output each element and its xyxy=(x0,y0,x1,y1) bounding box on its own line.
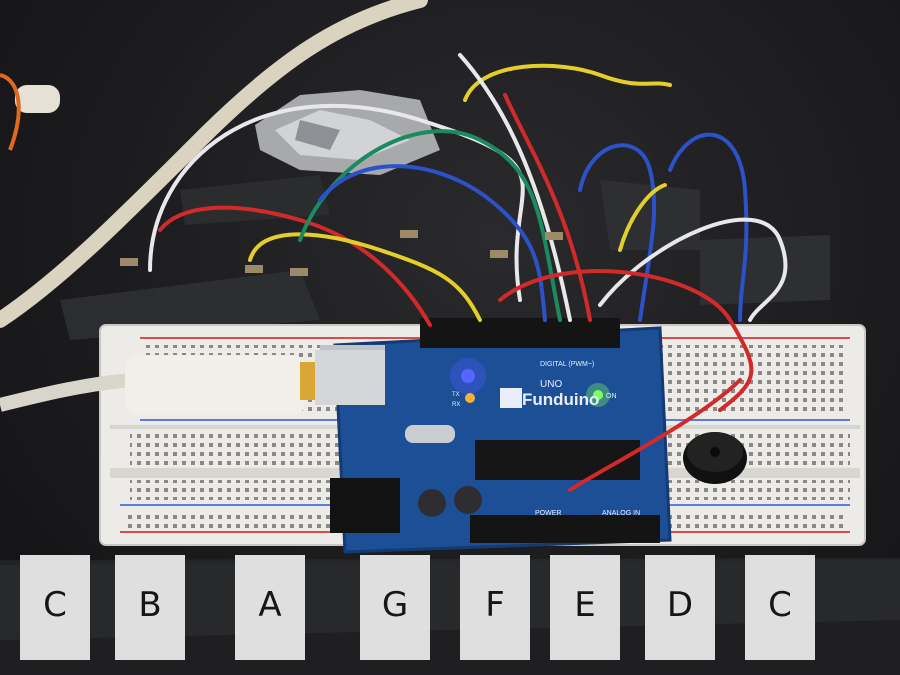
key-label-3: G xyxy=(381,585,409,625)
key-paper-2 xyxy=(235,555,305,660)
analog-header-label: ANALOG IN xyxy=(602,510,640,517)
power-led xyxy=(593,390,603,400)
capacitor xyxy=(454,486,482,514)
key-label-1: B xyxy=(138,585,162,625)
funduino-logo-f xyxy=(500,388,522,408)
piano-key-strip xyxy=(0,555,900,675)
resistors xyxy=(120,230,563,276)
rx-led-label: RX xyxy=(452,402,460,408)
key-paper-6 xyxy=(645,555,715,660)
atmega-chip xyxy=(475,440,640,480)
digital-header-label: DIGITAL (PWM~) xyxy=(540,361,594,368)
key-paper-1 xyxy=(115,555,185,660)
usb-plug xyxy=(0,350,385,415)
piezo-buzzer xyxy=(683,432,747,484)
black-tape xyxy=(60,175,830,340)
tx-led-label: TX xyxy=(452,392,460,398)
key-label-6: D xyxy=(666,585,694,625)
key-paper-3 xyxy=(360,555,430,660)
key-label-0: C xyxy=(43,585,67,625)
key-paper-7 xyxy=(745,555,815,660)
key-label-4: F xyxy=(485,585,505,625)
key-paper-5 xyxy=(550,555,620,660)
key-paper-0 xyxy=(20,555,90,660)
left-edge-parts xyxy=(0,73,60,151)
tx-led xyxy=(465,393,475,403)
on-led-label: ON xyxy=(606,393,617,400)
key-label-2: A xyxy=(258,585,282,625)
key-papers xyxy=(20,555,815,660)
blue-led xyxy=(461,369,475,383)
board-brand: Funduino xyxy=(522,390,599,409)
foil-piece xyxy=(255,90,440,175)
key-label-7: C xyxy=(768,585,792,625)
dc-jack xyxy=(330,478,400,533)
arduino-board: Funduino UNO DIGITAL (PWM~) ANALOG IN PO… xyxy=(320,318,672,554)
power-header xyxy=(470,515,660,543)
key-label-5: E xyxy=(574,585,596,625)
board-model: UNO xyxy=(540,379,562,390)
key-paper-4 xyxy=(460,555,530,660)
jumper-wires xyxy=(148,53,788,492)
power-header-label: POWER xyxy=(535,510,561,517)
digital-header xyxy=(420,318,620,348)
capacitor xyxy=(418,489,446,517)
usb-cable-top xyxy=(0,0,428,328)
